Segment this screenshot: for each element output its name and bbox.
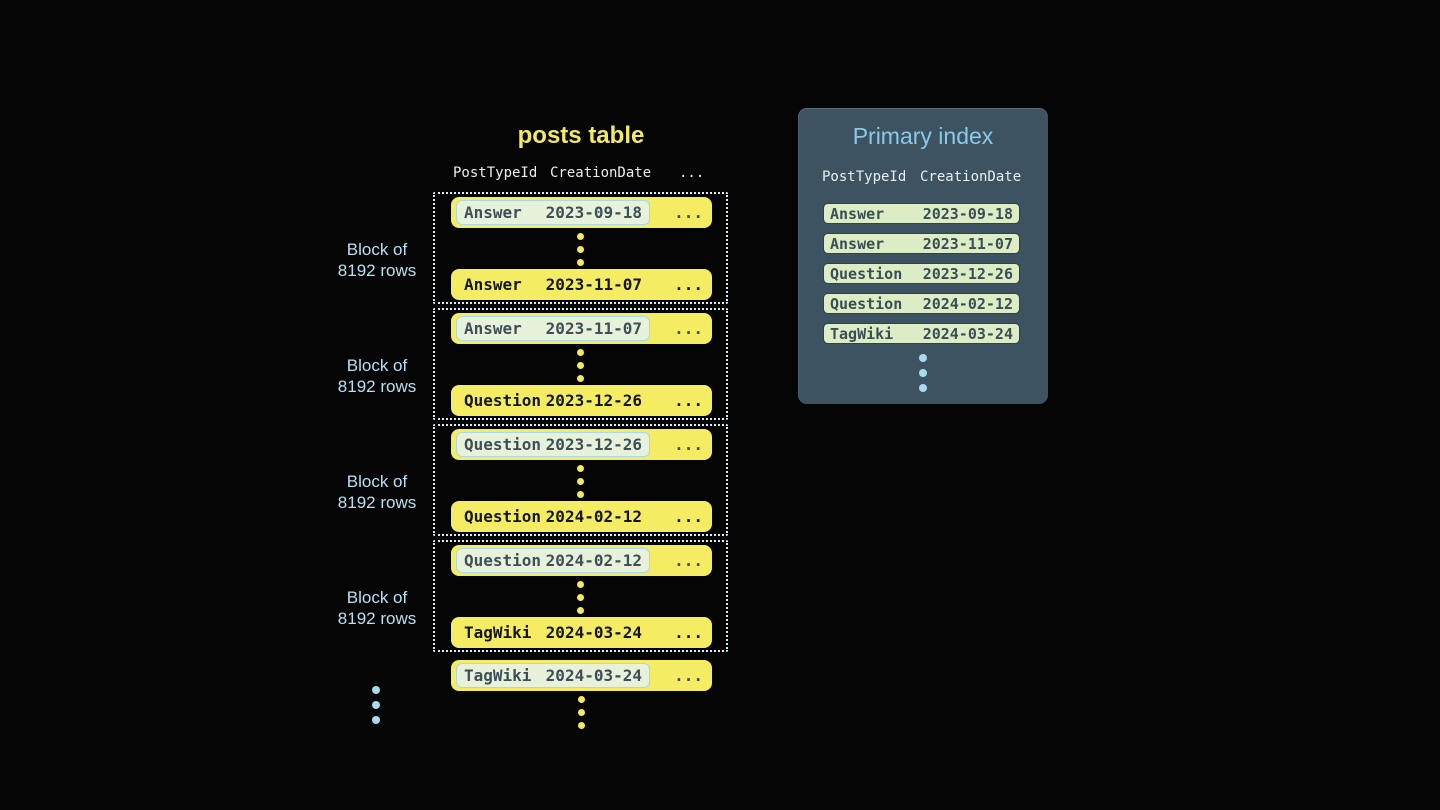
cell-post-type: Answer [830,204,885,223]
cell-post-type: Question [464,435,542,454]
cell-creation-date: 2023-11-07 [922,234,1013,253]
cell-creation-date: 2023-12-26 [545,435,642,454]
row-values: Question 2023-12-26 [456,388,650,413]
vertical-ellipsis-dots [435,233,726,266]
cell-post-type: Question [464,391,542,410]
cell-creation-date: 2023-09-18 [545,203,642,222]
column-header-creationdate: CreationDate [920,169,1022,185]
cell-creation-date: 2023-12-26 [922,264,1013,283]
table-row-block2-first: Answer 2023-11-07 ... [451,313,712,344]
cell-post-type: Answer [830,234,885,253]
cell-post-type: TagWiki [464,623,532,642]
column-header-more-ellipsis: ... [679,165,705,181]
indexed-value-highlight: Answer 2023-09-18 [456,200,650,225]
row-more-ellipsis: ... [674,275,703,294]
cell-creation-date: 2024-02-12 [545,551,642,570]
table-row-block3-first: Question 2023-12-26 ... [451,429,712,460]
cell-creation-date: 2023-11-07 [545,275,642,294]
index-entry: TagWiki 2024-03-24 [823,323,1020,344]
cell-creation-date: 2024-02-12 [545,507,642,526]
primary-index-panel: Primary index PostTypeId CreationDate An… [798,108,1048,404]
block-size-label-4: Block of 8192 rows [337,588,417,628]
cell-post-type: Question [464,551,542,570]
row-more-ellipsis: ... [674,623,703,642]
vertical-ellipsis-dots [435,581,726,614]
index-entry: Question 2024-02-12 [823,293,1020,314]
cell-post-type: Answer [464,275,522,294]
table-block-3: Question 2023-12-26 ... Question 2024-02… [433,424,728,536]
table-block-2: Answer 2023-11-07 ... Question 2023-12-2… [433,308,728,420]
table-row-block1-first: Answer 2023-09-18 ... [451,197,712,228]
cell-post-type: TagWiki [830,324,894,343]
cell-creation-date: 2024-02-12 [922,294,1013,313]
row-values: Answer 2023-11-07 [456,272,650,297]
posts-table-column-headers: PostTypeId CreationDate ... [433,165,729,185]
block-size-label-1: Block of 8192 rows [337,240,417,280]
cell-post-type: TagWiki [464,666,532,685]
cell-creation-date: 2023-09-18 [922,204,1013,223]
cell-creation-date: 2024-03-24 [545,623,642,642]
primary-index-title: Primary index [852,123,994,149]
table-row-block3-last: Question 2024-02-12 ... [451,501,712,532]
block-size-label-2: Block of 8192 rows [337,356,417,396]
column-header-posttypeid: PostTypeId [822,169,907,185]
row-values: TagWiki 2024-03-24 [456,620,650,645]
cell-post-type: Answer [464,203,522,222]
cell-creation-date: 2023-11-07 [545,319,642,338]
table-row-block1-last: Answer 2023-11-07 ... [451,269,712,300]
table-row-next-block-first: TagWiki 2024-03-24 ... [451,660,712,691]
cell-creation-date: 2024-03-24 [922,324,1013,343]
table-row-block4-last: TagWiki 2024-03-24 ... [451,617,712,648]
column-header-posttypeid: PostTypeId [453,165,538,181]
cell-post-type: Question [830,264,903,283]
primary-index-entries: Answer 2023-09-18 Answer 2023-11-07 Ques… [823,203,1020,353]
indexed-value-highlight: TagWiki 2024-03-24 [456,663,650,688]
table-block-1: Answer 2023-09-18 ... Answer 2023-11-07 … [433,192,728,304]
index-entry: Answer 2023-11-07 [823,233,1020,254]
block-size-label-3: Block of 8192 rows [337,472,417,512]
vertical-ellipsis-dots [435,349,726,382]
row-more-ellipsis: ... [674,319,703,338]
index-entry: Answer 2023-09-18 [823,203,1020,224]
indexed-value-highlight: Question 2023-12-26 [456,432,650,457]
row-more-ellipsis: ... [674,551,703,570]
indexed-value-highlight: Question 2024-02-12 [456,548,650,573]
row-more-ellipsis: ... [674,203,703,222]
row-more-ellipsis: ... [674,435,703,454]
table-row-block2-last: Question 2023-12-26 ... [451,385,712,416]
cell-creation-date: 2023-12-26 [545,391,642,410]
index-entry: Question 2023-12-26 [823,263,1020,284]
row-more-ellipsis: ... [674,507,703,526]
table-row-block4-first: Question 2024-02-12 ... [451,545,712,576]
row-more-ellipsis: ... [674,391,703,410]
primary-index-column-headers: PostTypeId CreationDate [798,169,1048,189]
column-header-creationdate: CreationDate [550,165,652,181]
cell-creation-date: 2024-03-24 [545,666,642,685]
cell-post-type: Answer [464,319,522,338]
vertical-ellipsis-dots [435,465,726,498]
indexed-value-highlight: Answer 2023-11-07 [456,316,650,341]
index-continues-ellipsis-dots [798,354,1048,392]
table-continues-ellipsis-dots [433,696,729,729]
cell-post-type: Question [830,294,903,313]
table-block-4: Question 2024-02-12 ... TagWiki 2024-03-… [433,540,728,652]
row-more-ellipsis: ... [674,666,703,685]
cell-post-type: Question [464,507,542,526]
posts-table-title: posts table [517,122,645,149]
more-blocks-ellipsis-dots [336,686,416,724]
row-values: Question 2024-02-12 [456,504,650,529]
